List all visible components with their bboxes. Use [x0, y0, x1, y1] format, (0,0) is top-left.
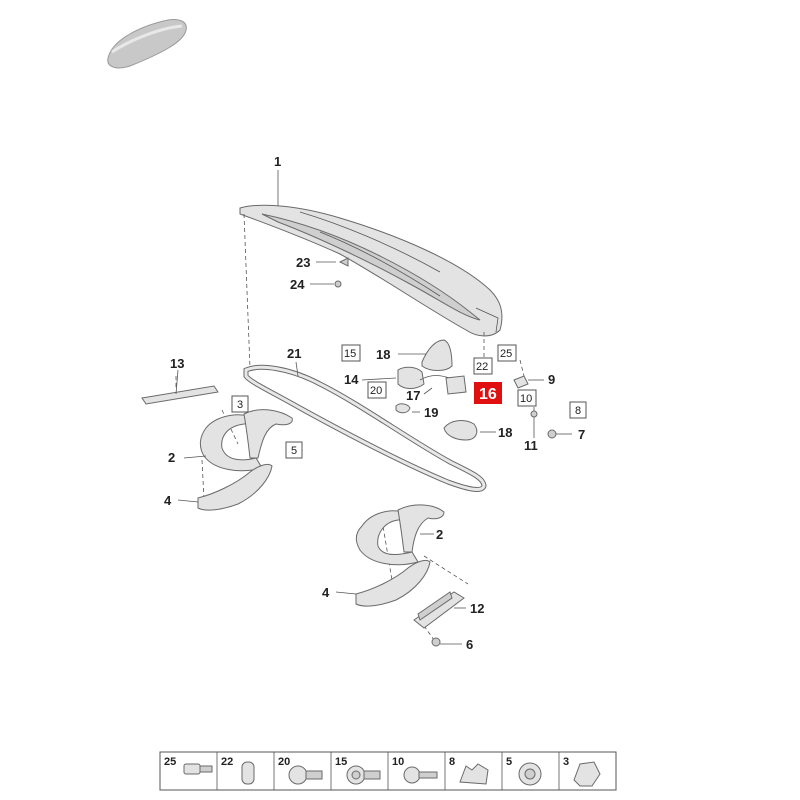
boxed-callout-8-label: 8	[575, 405, 581, 417]
legend-label-22: 22	[221, 756, 233, 768]
legend-label-15: 15	[335, 756, 347, 768]
boxed-callout-5: 5	[285, 441, 303, 459]
boxed-callout-15: 15	[341, 344, 361, 362]
callout-12: 12	[470, 601, 484, 616]
legend-label-5: 5	[506, 756, 512, 768]
bracket-part	[413, 591, 465, 629]
seal-part	[243, 364, 487, 492]
part-23	[338, 257, 349, 267]
callout-18-lower: 18	[498, 425, 512, 440]
part-19	[395, 403, 411, 414]
boxed-callout-22-label: 22	[476, 361, 488, 373]
hinge-lower-part	[355, 504, 445, 566]
boxed-callout-20-label: 20	[370, 385, 382, 397]
callout-9: 9	[548, 372, 555, 387]
part-24	[334, 280, 342, 288]
callout-17: 17	[406, 388, 420, 403]
callout-21: 21	[287, 346, 301, 361]
part-9	[513, 375, 529, 389]
boxed-callout-15-label: 15	[344, 348, 356, 360]
clip-icon	[241, 761, 255, 785]
callout-23: 23	[296, 255, 310, 270]
bump-stop-upper-part	[421, 339, 453, 371]
rear-lid-part	[239, 204, 503, 337]
boxed-callout-3-label: 3	[237, 399, 243, 411]
trim-strip-part	[141, 385, 219, 405]
legend-label-8: 8	[449, 756, 455, 768]
boxed-callout-10-label: 10	[520, 393, 532, 405]
lock-mechanism-part	[397, 366, 467, 395]
screw-6-part	[431, 637, 441, 647]
callout-1: 1	[274, 154, 281, 169]
highlighted-callout-16[interactable]: 16	[474, 382, 502, 404]
hinge-upper-left-part	[199, 409, 293, 472]
legend-label-20: 20	[278, 756, 290, 768]
callout-4-lower: 4	[322, 585, 330, 600]
part-11	[530, 410, 538, 418]
bolt-icon	[288, 765, 323, 785]
callout-18-upper: 18	[376, 347, 390, 362]
callout-4-upper: 4	[164, 493, 172, 508]
callout-13: 13	[170, 356, 184, 371]
car-thumbnail-icon	[107, 19, 187, 69]
callout-11: 11	[524, 438, 538, 453]
highlight-badge	[474, 382, 502, 404]
highlight-label: 16	[479, 386, 497, 403]
callout-7: 7	[578, 427, 585, 442]
boxed-callout-22: 22	[473, 357, 493, 375]
callout-2-lower: 2	[436, 527, 443, 542]
cover-upper-left-part	[197, 463, 273, 511]
cover-lower-part	[355, 559, 431, 607]
boxed-callout-5-label: 5	[291, 445, 297, 457]
fastener-legend-strip: 25 22 20 15 10 8	[159, 751, 617, 791]
legend-label-25: 25	[164, 756, 176, 768]
callout-2-upper: 2	[168, 450, 175, 465]
boxed-callout-10: 10	[517, 389, 537, 407]
bump-stop-lower-part	[443, 420, 478, 441]
boxed-callout-3: 3	[231, 395, 249, 413]
callout-19: 19	[424, 405, 438, 420]
screw-icon	[183, 763, 213, 775]
callout-6: 6	[466, 637, 473, 652]
boxed-callout-20: 20	[367, 381, 387, 399]
legend-label-3: 3	[563, 756, 569, 768]
callout-14: 14	[344, 372, 359, 387]
boxed-callout-8: 8	[569, 401, 587, 419]
legend-label-10: 10	[392, 756, 404, 768]
part-7	[547, 429, 557, 439]
nut-icon	[518, 762, 542, 786]
rivet-icon	[573, 761, 601, 787]
clip-nut-icon	[459, 763, 489, 785]
callout-24: 24	[290, 277, 305, 292]
screw-icon	[403, 766, 438, 784]
boxed-callout-25: 25	[497, 344, 517, 362]
boxed-callout-25-label: 25	[500, 348, 512, 360]
torx-bolt-icon	[346, 765, 381, 785]
